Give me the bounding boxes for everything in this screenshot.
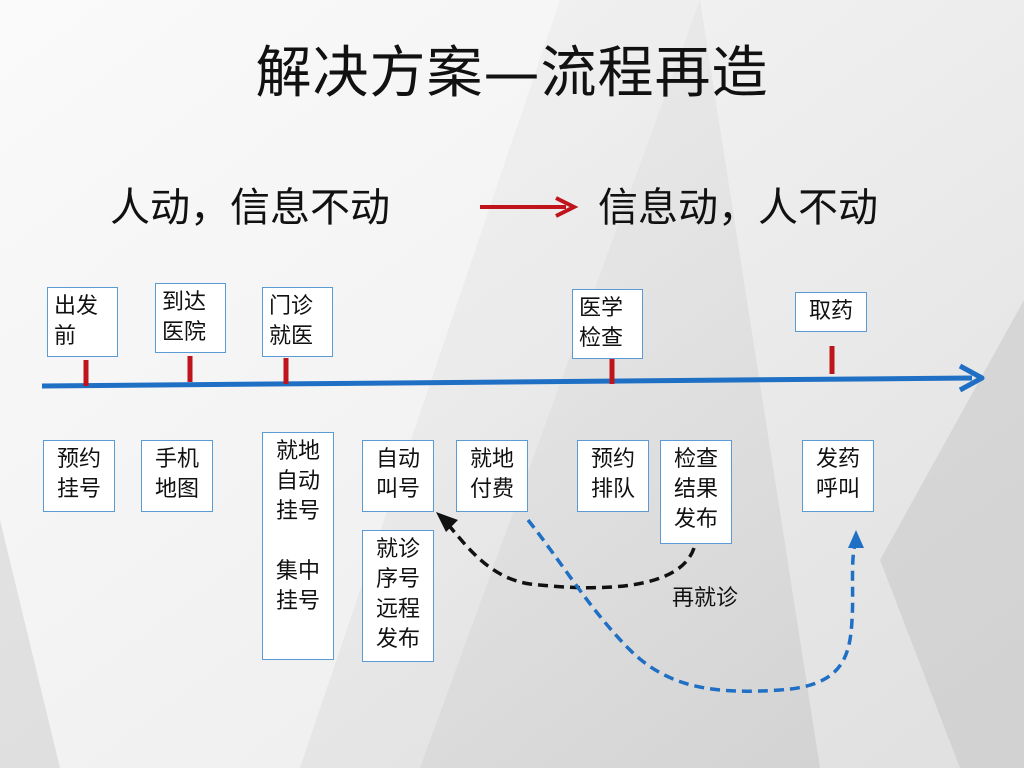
stage-outpatient: 门诊 就医 xyxy=(262,287,333,357)
stage-medical-exam: 医学 检查 xyxy=(572,289,643,359)
stage-before-departure: 出发 前 xyxy=(47,287,118,357)
stage-arrive-hospital: 到达 医院 xyxy=(155,283,226,353)
solution-mobile-map: 手机 地图 xyxy=(141,440,213,512)
solution-remote-queue-number: 就诊 序号 远程 发布 xyxy=(362,530,434,662)
solution-onsite-payment: 就地 付费 xyxy=(456,440,528,512)
stage-pick-up-medicine: 取药 xyxy=(795,292,867,332)
subtitle-before: 人动，信息不动 xyxy=(110,185,390,231)
solution-appointment-queue: 预约 排队 xyxy=(577,440,649,512)
slide-title: 解决方案—流程再造 xyxy=(255,41,769,106)
solution-onsite-registration: 就地 自动 挂号 集中 挂号 xyxy=(262,432,334,660)
solution-appointment: 预约 挂号 xyxy=(43,440,115,512)
solution-auto-call: 自动 叫号 xyxy=(362,440,434,512)
solution-dispensing-call: 发药 呼叫 xyxy=(802,440,874,512)
subtitle-after: 信息动，人不动 xyxy=(598,185,878,231)
revisit-label: 再就诊 xyxy=(672,586,739,611)
solution-exam-result-release: 检查 结果 发布 xyxy=(660,440,732,544)
